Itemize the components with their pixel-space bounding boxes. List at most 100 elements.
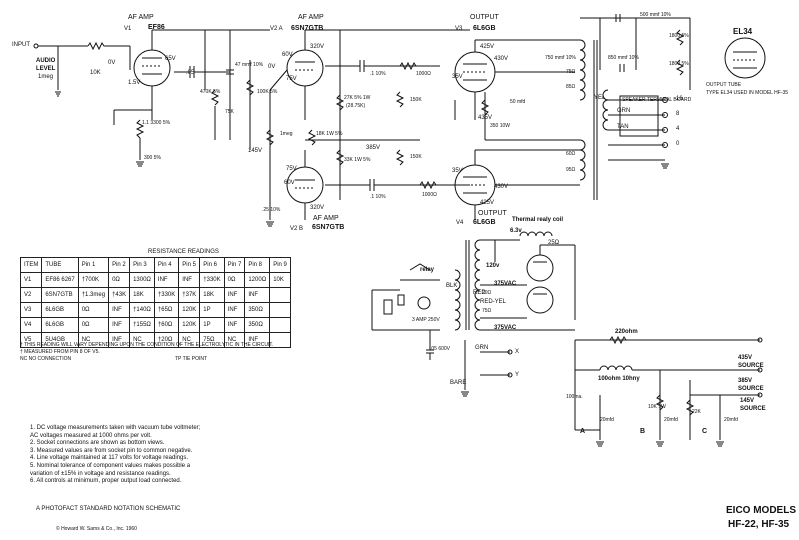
source-385: 385V	[738, 378, 753, 384]
table-cell: †65Ω	[153, 302, 180, 318]
heater-voltage: 6.3v	[510, 228, 522, 234]
choke-label: 100ohm 10hny	[598, 376, 640, 382]
voltage-label: 430V	[494, 184, 509, 190]
c10-value: 750 mmf 10%	[545, 55, 576, 61]
t2-primary	[579, 39, 586, 101]
voltage-label: 35V	[452, 168, 463, 174]
table-cell: INF	[244, 332, 271, 348]
secondary-vac-1: 375VAC	[494, 281, 517, 287]
terminal-y: Y	[515, 372, 520, 378]
table-cell: 350Ω	[244, 302, 271, 318]
c9-value: .1 10%	[370, 194, 386, 200]
footer-copyright: © Howard W. Sams & Co., Inc. 1960	[56, 526, 137, 532]
table-header: ITEM	[19, 257, 43, 273]
table-header: Pin 7	[223, 257, 246, 273]
table-cell: 1200Ω	[244, 272, 271, 288]
notes-list: 1. DC voltage measurements taken with va…	[30, 425, 200, 486]
filter-resistor: 220ohm	[615, 329, 638, 335]
table-cell: V4	[19, 317, 43, 333]
table-cell: 5U4GB	[41, 332, 79, 348]
voltage-label: .05	[186, 70, 195, 76]
voltage-label: 75V	[286, 166, 297, 172]
r15-value: 150K	[410, 97, 422, 103]
brand-title: EICO MODELS	[726, 505, 797, 516]
table-footnote: † MEASURED FROM PIN 8 OF V5.	[20, 349, 100, 355]
table-cell: †20Ω	[153, 332, 180, 348]
table-cell: 18K	[199, 287, 225, 303]
r14-value: 1000Ω	[416, 71, 431, 77]
table-header: Pin 1	[77, 257, 110, 273]
line-voltage: 120v	[486, 263, 500, 269]
table-cell: 10K	[269, 272, 291, 288]
c13-value: 20mfd	[600, 417, 614, 423]
r8-value: 100K 5%	[257, 89, 278, 95]
r18-value: 1000Ω	[422, 192, 437, 198]
tap-0: 0	[676, 141, 680, 147]
ohms-c: 60Ω	[566, 151, 576, 157]
tap-16: 16	[676, 96, 683, 102]
table-header: Pin 3	[129, 257, 155, 273]
c4-value: 50 mfd	[510, 99, 526, 105]
table-cell: EF86 6267	[41, 272, 79, 288]
c15-value: 20mfd	[724, 417, 738, 423]
voltage-label: 65V	[165, 56, 176, 62]
line-cap: .05 600V	[430, 346, 451, 352]
ohms-d: 95Ω	[566, 167, 576, 173]
r5-value: 470K 5%	[200, 89, 221, 95]
v4-type: 6L6GB	[473, 219, 496, 226]
table-cell: V2	[19, 287, 43, 303]
table-cell: †60Ω	[153, 317, 180, 333]
source-145: 145V	[740, 398, 755, 404]
voltage-label: 320V	[310, 44, 325, 50]
input-value: 1meg	[38, 74, 54, 80]
table-cell: INF	[223, 317, 246, 333]
r17-value: 150K	[410, 154, 422, 160]
table-cell: †330K	[199, 272, 225, 288]
wire-red: RED	[473, 290, 486, 296]
table-cell: INF	[178, 272, 201, 288]
note-line: 3. Measured values are from socket pin t…	[30, 447, 193, 454]
v1-type: EF86	[148, 24, 165, 31]
v2b-ref: V2 B	[290, 226, 304, 232]
source-385-label: SOURCE	[738, 386, 764, 392]
r10-value: 350 10W	[490, 123, 511, 129]
voltage-label: 435V	[478, 115, 493, 121]
table-header: Pin 5	[178, 257, 201, 273]
table-cell: 120K	[178, 317, 201, 333]
table-cell: 0Ω	[77, 302, 110, 318]
table-cell	[269, 302, 291, 318]
table-cell: †43K	[108, 287, 131, 303]
thermal-relay-label: Thermal realy coil	[512, 217, 564, 223]
wire-bare: BARE	[450, 380, 467, 386]
input-jack	[33, 43, 39, 49]
table-cell: NC	[77, 332, 110, 348]
note-line: 2. Socket connections are shown as botto…	[30, 440, 165, 447]
tap-4: 4	[676, 126, 680, 132]
voltage-label: 385V	[366, 145, 381, 151]
table-cell: †700K	[77, 272, 110, 288]
table-row: V4 6L6GB 0Ω INF †155Ω †60Ω 120K 1P INF 3…	[19, 317, 291, 333]
table-header: Pin 2	[108, 257, 131, 273]
table-cell: 1P	[199, 317, 225, 333]
r19-value: 1800 5%	[669, 33, 689, 39]
v3-ref: V3	[455, 26, 463, 32]
ohms-b: 85Ω	[566, 84, 576, 90]
table-row: V3 6L6GB 0Ω INF †140Ω †65Ω 120K 1P INF 3…	[19, 302, 291, 318]
note-line: 4. Line voltage maintained at 117 volts …	[30, 455, 188, 462]
res-75: 75Ω	[482, 308, 492, 314]
table-cell: 0Ω	[77, 317, 110, 333]
wire-redyel: RED-YEL	[480, 299, 507, 305]
note-line: 5. Nominal tolerance of component values…	[30, 462, 191, 469]
v3-type: 6L6GB	[473, 25, 496, 32]
node-a: A	[580, 428, 586, 435]
c3-value: .25 10%	[262, 207, 281, 213]
table-cell: 1P	[199, 302, 225, 318]
table-cell: †37K	[178, 287, 201, 303]
table-cell: NC	[129, 332, 155, 348]
v2b-role: AF AMP	[313, 215, 339, 222]
source-145-label: SOURCE	[740, 406, 766, 412]
table-cell: INF	[244, 287, 271, 303]
res-20: 20Ω	[482, 290, 492, 296]
v2a-ref: V2 A	[270, 26, 283, 32]
secondary-vac-2: 375VAC	[494, 325, 517, 331]
